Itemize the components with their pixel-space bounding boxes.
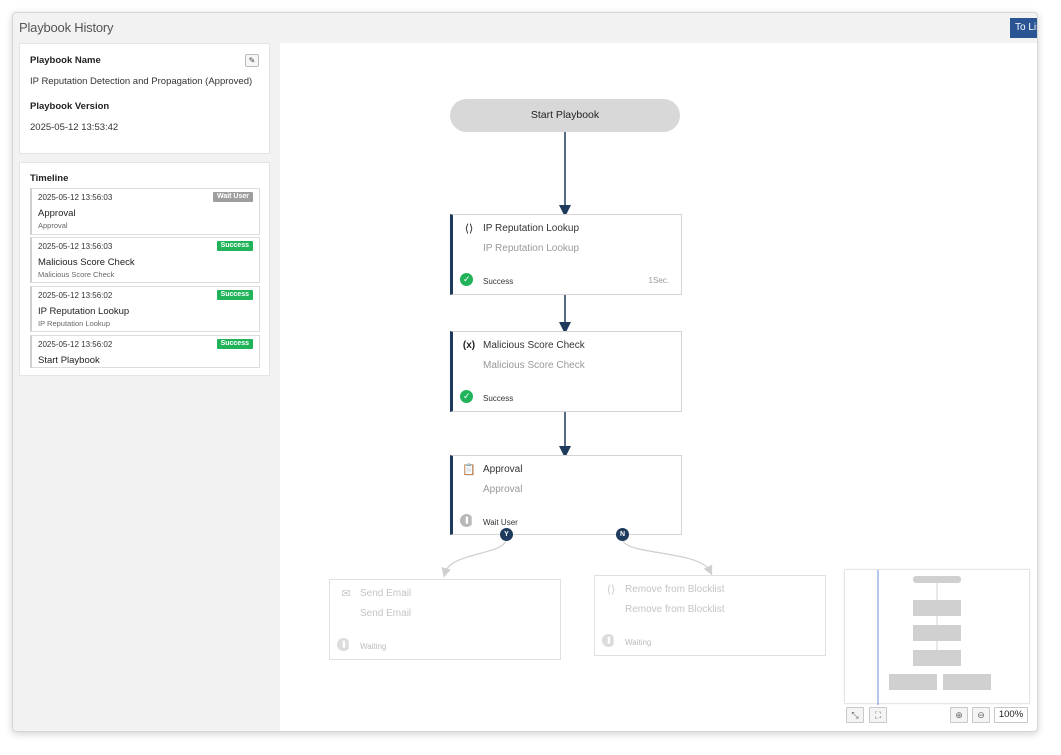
timeline-sub: Malicious Score Check bbox=[38, 270, 115, 279]
window-title: Playbook History bbox=[19, 20, 114, 35]
clipboard-icon: 📋 bbox=[462, 464, 476, 476]
title-bar: Playbook History To List bbox=[13, 13, 1037, 43]
timeline-item[interactable]: 2025-05-12 13:56:02 Success Start Playbo… bbox=[30, 335, 260, 368]
pause-icon: ❚❚ bbox=[602, 634, 618, 647]
playbook-history-window: Playbook History To List Playbook Name ✎… bbox=[12, 12, 1038, 732]
playbook-name-value: IP Reputation Detection and Propagation … bbox=[30, 76, 253, 87]
status-badge: Success bbox=[216, 339, 253, 349]
minimap-preview bbox=[877, 570, 991, 705]
timeline-name: IP Reputation Lookup bbox=[38, 306, 130, 317]
node-subtitle: Send Email bbox=[360, 608, 412, 619]
flow-node-ip-reputation-lookup[interactable]: ⟨⟩ IP Reputation Lookup IP Reputation Lo… bbox=[450, 214, 682, 295]
status-badge: Success bbox=[216, 290, 253, 300]
minimap[interactable] bbox=[844, 569, 1030, 705]
collapse-icon[interactable]: ⤡ bbox=[846, 707, 864, 723]
pause-icon: ❚❚ bbox=[460, 514, 476, 527]
playbook-version-value: 2025-05-12 13:53:42 bbox=[30, 122, 119, 133]
flow-connectors bbox=[441, 132, 713, 578]
flow-node-approval[interactable]: 📋 Approval Approval ❚❚ Wait User bbox=[450, 455, 682, 535]
playbook-name-label: Playbook Name bbox=[30, 55, 101, 66]
zoom-level[interactable]: 100% bbox=[994, 707, 1028, 723]
node-title: Remove from Blocklist bbox=[625, 584, 725, 595]
timeline-time: 2025-05-12 13:56:02 bbox=[38, 340, 113, 349]
envelope-icon: ✉ bbox=[341, 588, 351, 600]
node-status: Waiting bbox=[625, 638, 652, 647]
flow-node-send-email[interactable]: ✉ Send Email Send Email ❚❚ Waiting bbox=[329, 579, 561, 660]
timeline-panel: Timeline 2025-05-12 13:56:03 Wait User A… bbox=[19, 162, 270, 376]
node-title: Send Email bbox=[360, 588, 412, 599]
node-subtitle: Approval bbox=[483, 484, 523, 495]
success-icon: ✓ bbox=[460, 390, 473, 403]
timeline-name: Approval bbox=[38, 208, 76, 219]
branch-no-badge[interactable]: N bbox=[616, 528, 629, 541]
status-badge: Wait User bbox=[212, 192, 253, 202]
playbook-version-label: Playbook Version bbox=[30, 101, 110, 112]
timeline-name: Malicious Score Check bbox=[38, 257, 135, 268]
flow-node-malicious-score-check[interactable]: (x) Malicious Score Check Malicious Scor… bbox=[450, 331, 682, 412]
branch-yes-badge[interactable]: Y bbox=[500, 528, 513, 541]
node-status: Waiting bbox=[360, 642, 387, 651]
connector-line bbox=[622, 540, 713, 576]
variable-icon: (x) bbox=[462, 340, 476, 351]
fullscreen-icon[interactable]: ⛶ bbox=[869, 707, 887, 723]
timeline-name: Start Playbook bbox=[38, 355, 100, 366]
timeline-item[interactable]: 2025-05-12 13:56:02 Success IP Reputatio… bbox=[30, 286, 260, 332]
node-title: IP Reputation Lookup bbox=[483, 223, 580, 234]
start-playbook-node[interactable]: Start Playbook bbox=[450, 99, 680, 132]
flow-canvas[interactable]: Start Playbook ⟨⟩ IP Reputation Lookup I… bbox=[280, 43, 1037, 731]
playbook-info-panel: Playbook Name ✎ IP Reputation Detection … bbox=[19, 43, 270, 154]
status-badge: Success bbox=[216, 241, 253, 251]
success-icon: ✓ bbox=[460, 273, 473, 286]
timeline-sub: Approval bbox=[38, 221, 68, 230]
node-subtitle: Remove from Blocklist bbox=[625, 604, 725, 615]
timeline-sub: IP Reputation Lookup bbox=[38, 319, 111, 328]
pause-icon: ❚❚ bbox=[337, 638, 353, 651]
timeline-time: 2025-05-12 13:56:03 bbox=[38, 242, 113, 251]
timeline-item[interactable]: 2025-05-12 13:56:03 Wait User Approval A… bbox=[30, 188, 260, 235]
node-title: Malicious Score Check bbox=[483, 340, 585, 351]
timeline-item[interactable]: 2025-05-12 13:56:03 Success Malicious Sc… bbox=[30, 237, 260, 283]
timeline-label: Timeline bbox=[30, 173, 69, 184]
timeline-time: 2025-05-12 13:56:02 bbox=[38, 291, 113, 300]
connector-line bbox=[441, 540, 507, 578]
node-status: Wait User bbox=[483, 518, 518, 527]
node-title: Approval bbox=[483, 464, 523, 475]
node-status: Success bbox=[483, 394, 514, 403]
node-status: Success bbox=[483, 277, 514, 286]
node-duration: 1Sec. bbox=[648, 276, 669, 285]
zoom-in-icon[interactable]: ⊕ bbox=[950, 707, 968, 723]
node-subtitle: IP Reputation Lookup bbox=[483, 243, 580, 254]
zoom-out-icon[interactable]: ⊖ bbox=[972, 707, 990, 723]
pencil-icon[interactable]: ✎ bbox=[245, 54, 259, 67]
code-file-icon: ⟨⟩ bbox=[464, 223, 474, 235]
node-subtitle: Malicious Score Check bbox=[483, 360, 585, 371]
timeline-time: 2025-05-12 13:56:03 bbox=[38, 193, 113, 202]
flow-node-remove-from-blocklist[interactable]: ⟨⟩ Remove from Blocklist Remove from Blo… bbox=[594, 575, 826, 656]
to-list-button[interactable]: To List bbox=[1010, 18, 1037, 38]
code-file-icon: ⟨⟩ bbox=[606, 584, 616, 596]
